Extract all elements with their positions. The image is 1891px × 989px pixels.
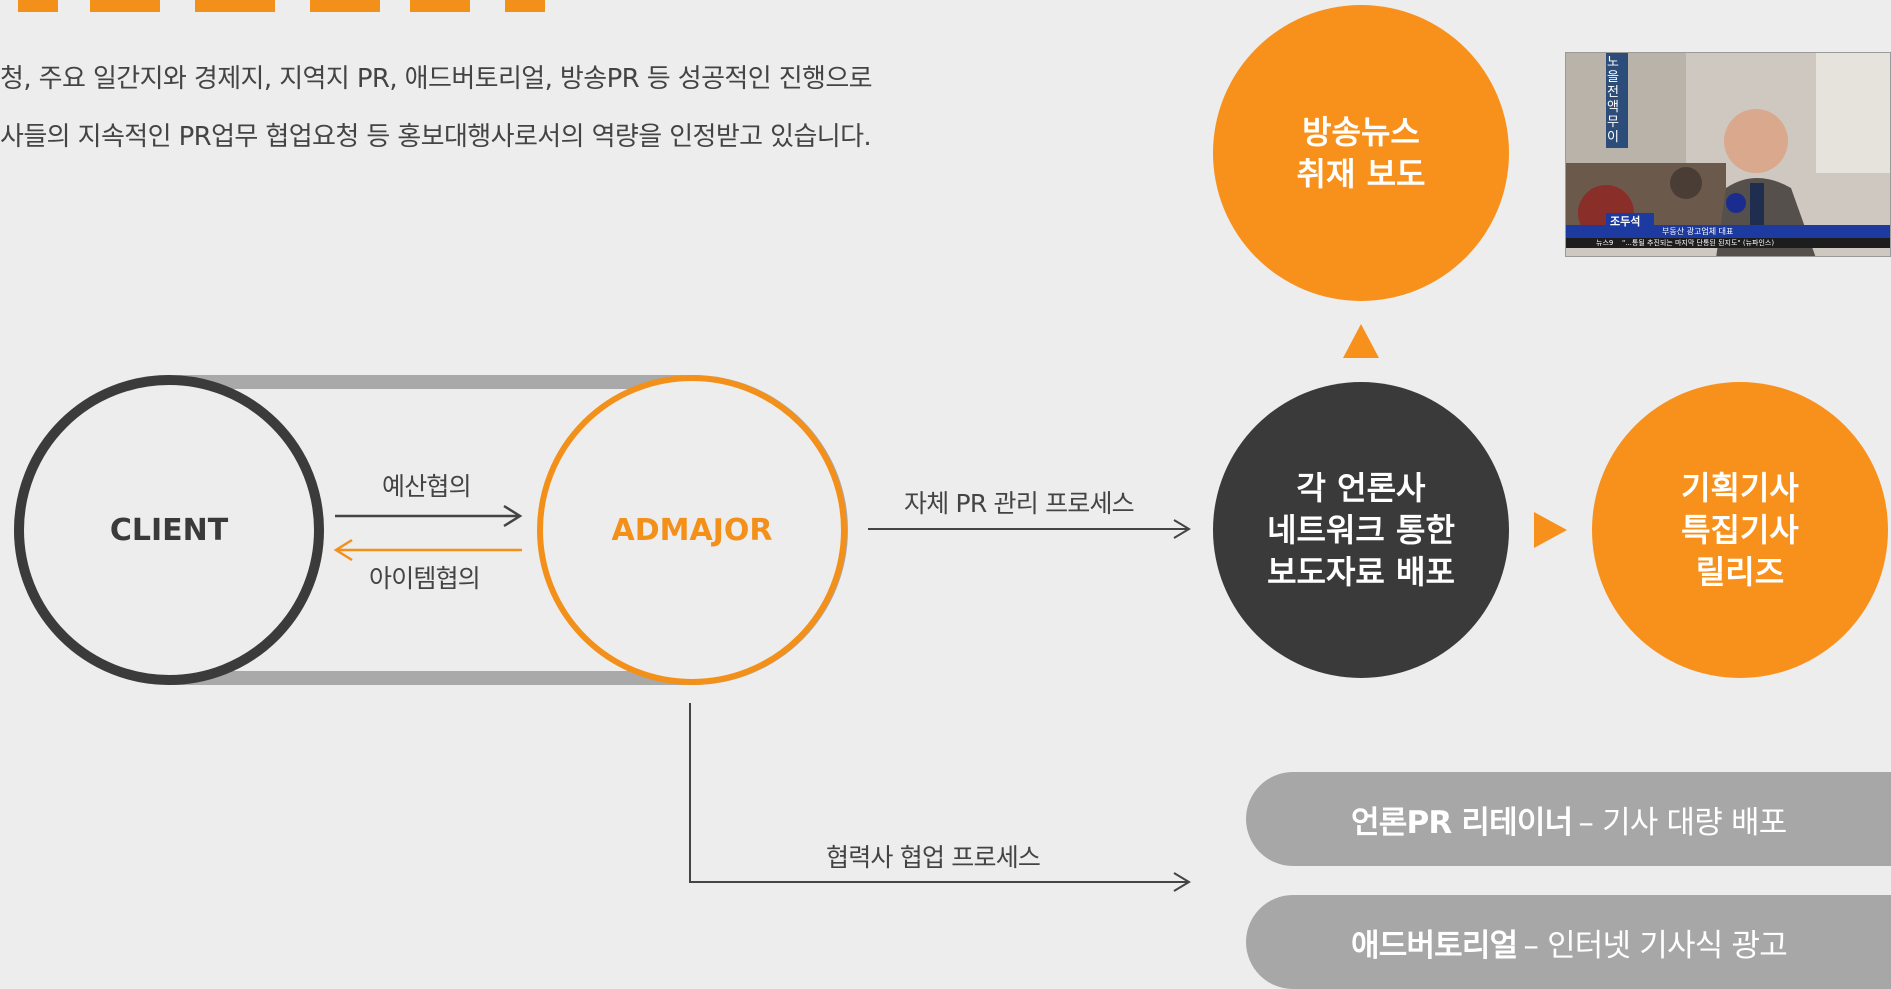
- feature-line-3: 릴리즈: [1695, 553, 1785, 591]
- photo-side-text: 노을 전액 무이: [1607, 55, 1619, 145]
- partner-process-label: 협력사 협업 프로세스: [826, 843, 1041, 872]
- pill2-bold: 애드버토리얼: [1351, 927, 1518, 964]
- page-title-fragment: [0, 0, 560, 12]
- pill1-rest: – 기사 대량 배포: [1578, 804, 1787, 841]
- feature-article-circle: 기획기사 특집기사 릴리즈: [1592, 382, 1888, 678]
- admajor-label: ADMAJOR: [611, 512, 773, 548]
- news-photo-image: [1566, 53, 1890, 256]
- pill1-bold: 언론PR 리테이너: [1351, 804, 1573, 841]
- partner-process-arrow: [689, 703, 1188, 883]
- distribution-line-3: 보도자료 배포: [1267, 553, 1455, 591]
- right-triangle: [1534, 512, 1567, 548]
- item-arrowhead: [333, 538, 353, 562]
- press-pr-retainer-pill: 언론PR 리테이너 – 기사 대량 배포: [1246, 772, 1891, 866]
- budget-label: 예산협의: [382, 472, 472, 501]
- intro-line-1: 청, 주요 일간지와 경제지, 지역지 PR, 애드버토리얼, 방송PR 등 성…: [0, 64, 873, 94]
- feature-line-1: 기획기사: [1681, 469, 1799, 507]
- partner-process-arrowhead: [1173, 872, 1191, 892]
- broadcast-news-circle: 방송뉴스 취재 보도: [1213, 5, 1509, 301]
- feature-line-2: 특집기사: [1681, 511, 1799, 549]
- advertorial-pill: 애드버토리얼 – 인터넷 기사식 광고: [1246, 895, 1891, 989]
- broadcast-line-2: 취재 보도: [1296, 155, 1426, 193]
- broadcast-news-photo: 노을 전액 무이 조두석 부동산 광고업체 대표 뉴스9 "...통될 추진되는…: [1565, 52, 1891, 257]
- distribution-line-1: 각 언론사: [1296, 469, 1426, 507]
- pr-process-label: 자체 PR 관리 프로세스: [904, 489, 1135, 518]
- admajor-circle: ADMAJOR: [537, 375, 847, 685]
- photo-banner-name: 조두석: [1610, 215, 1641, 228]
- photo-banner-sub: 뉴스9: [1596, 239, 1614, 247]
- broadcast-line-1: 방송뉴스: [1302, 113, 1420, 151]
- budget-arrowhead: [503, 504, 523, 528]
- client-circle: CLIENT: [14, 375, 324, 685]
- item-label: 아이템협의: [369, 564, 481, 593]
- distribution-line-2: 네트워크 통한: [1267, 511, 1455, 549]
- pill2-rest: – 인터넷 기사식 광고: [1523, 927, 1787, 964]
- pr-process-arrowhead: [1173, 519, 1191, 539]
- up-triangle: [1343, 324, 1379, 358]
- press-distribution-circle: 각 언론사 네트워크 통한 보도자료 배포: [1213, 382, 1509, 678]
- intro-line-2: 사들의 지속적인 PR업무 협업요청 등 홍보대행사로서의 역량을 인정받고 있…: [0, 122, 872, 152]
- client-label: CLIENT: [109, 512, 229, 548]
- intro-text: 청, 주요 일간지와 경제지, 지역지 PR, 애드버토리얼, 방송PR 등 성…: [0, 50, 873, 166]
- photo-banner-title: 부동산 광고업체 대표: [1662, 227, 1734, 236]
- photo-banner-caption: "...통될 추진되는 마지막 단통된 된지도" (뉴파인스): [1622, 239, 1775, 247]
